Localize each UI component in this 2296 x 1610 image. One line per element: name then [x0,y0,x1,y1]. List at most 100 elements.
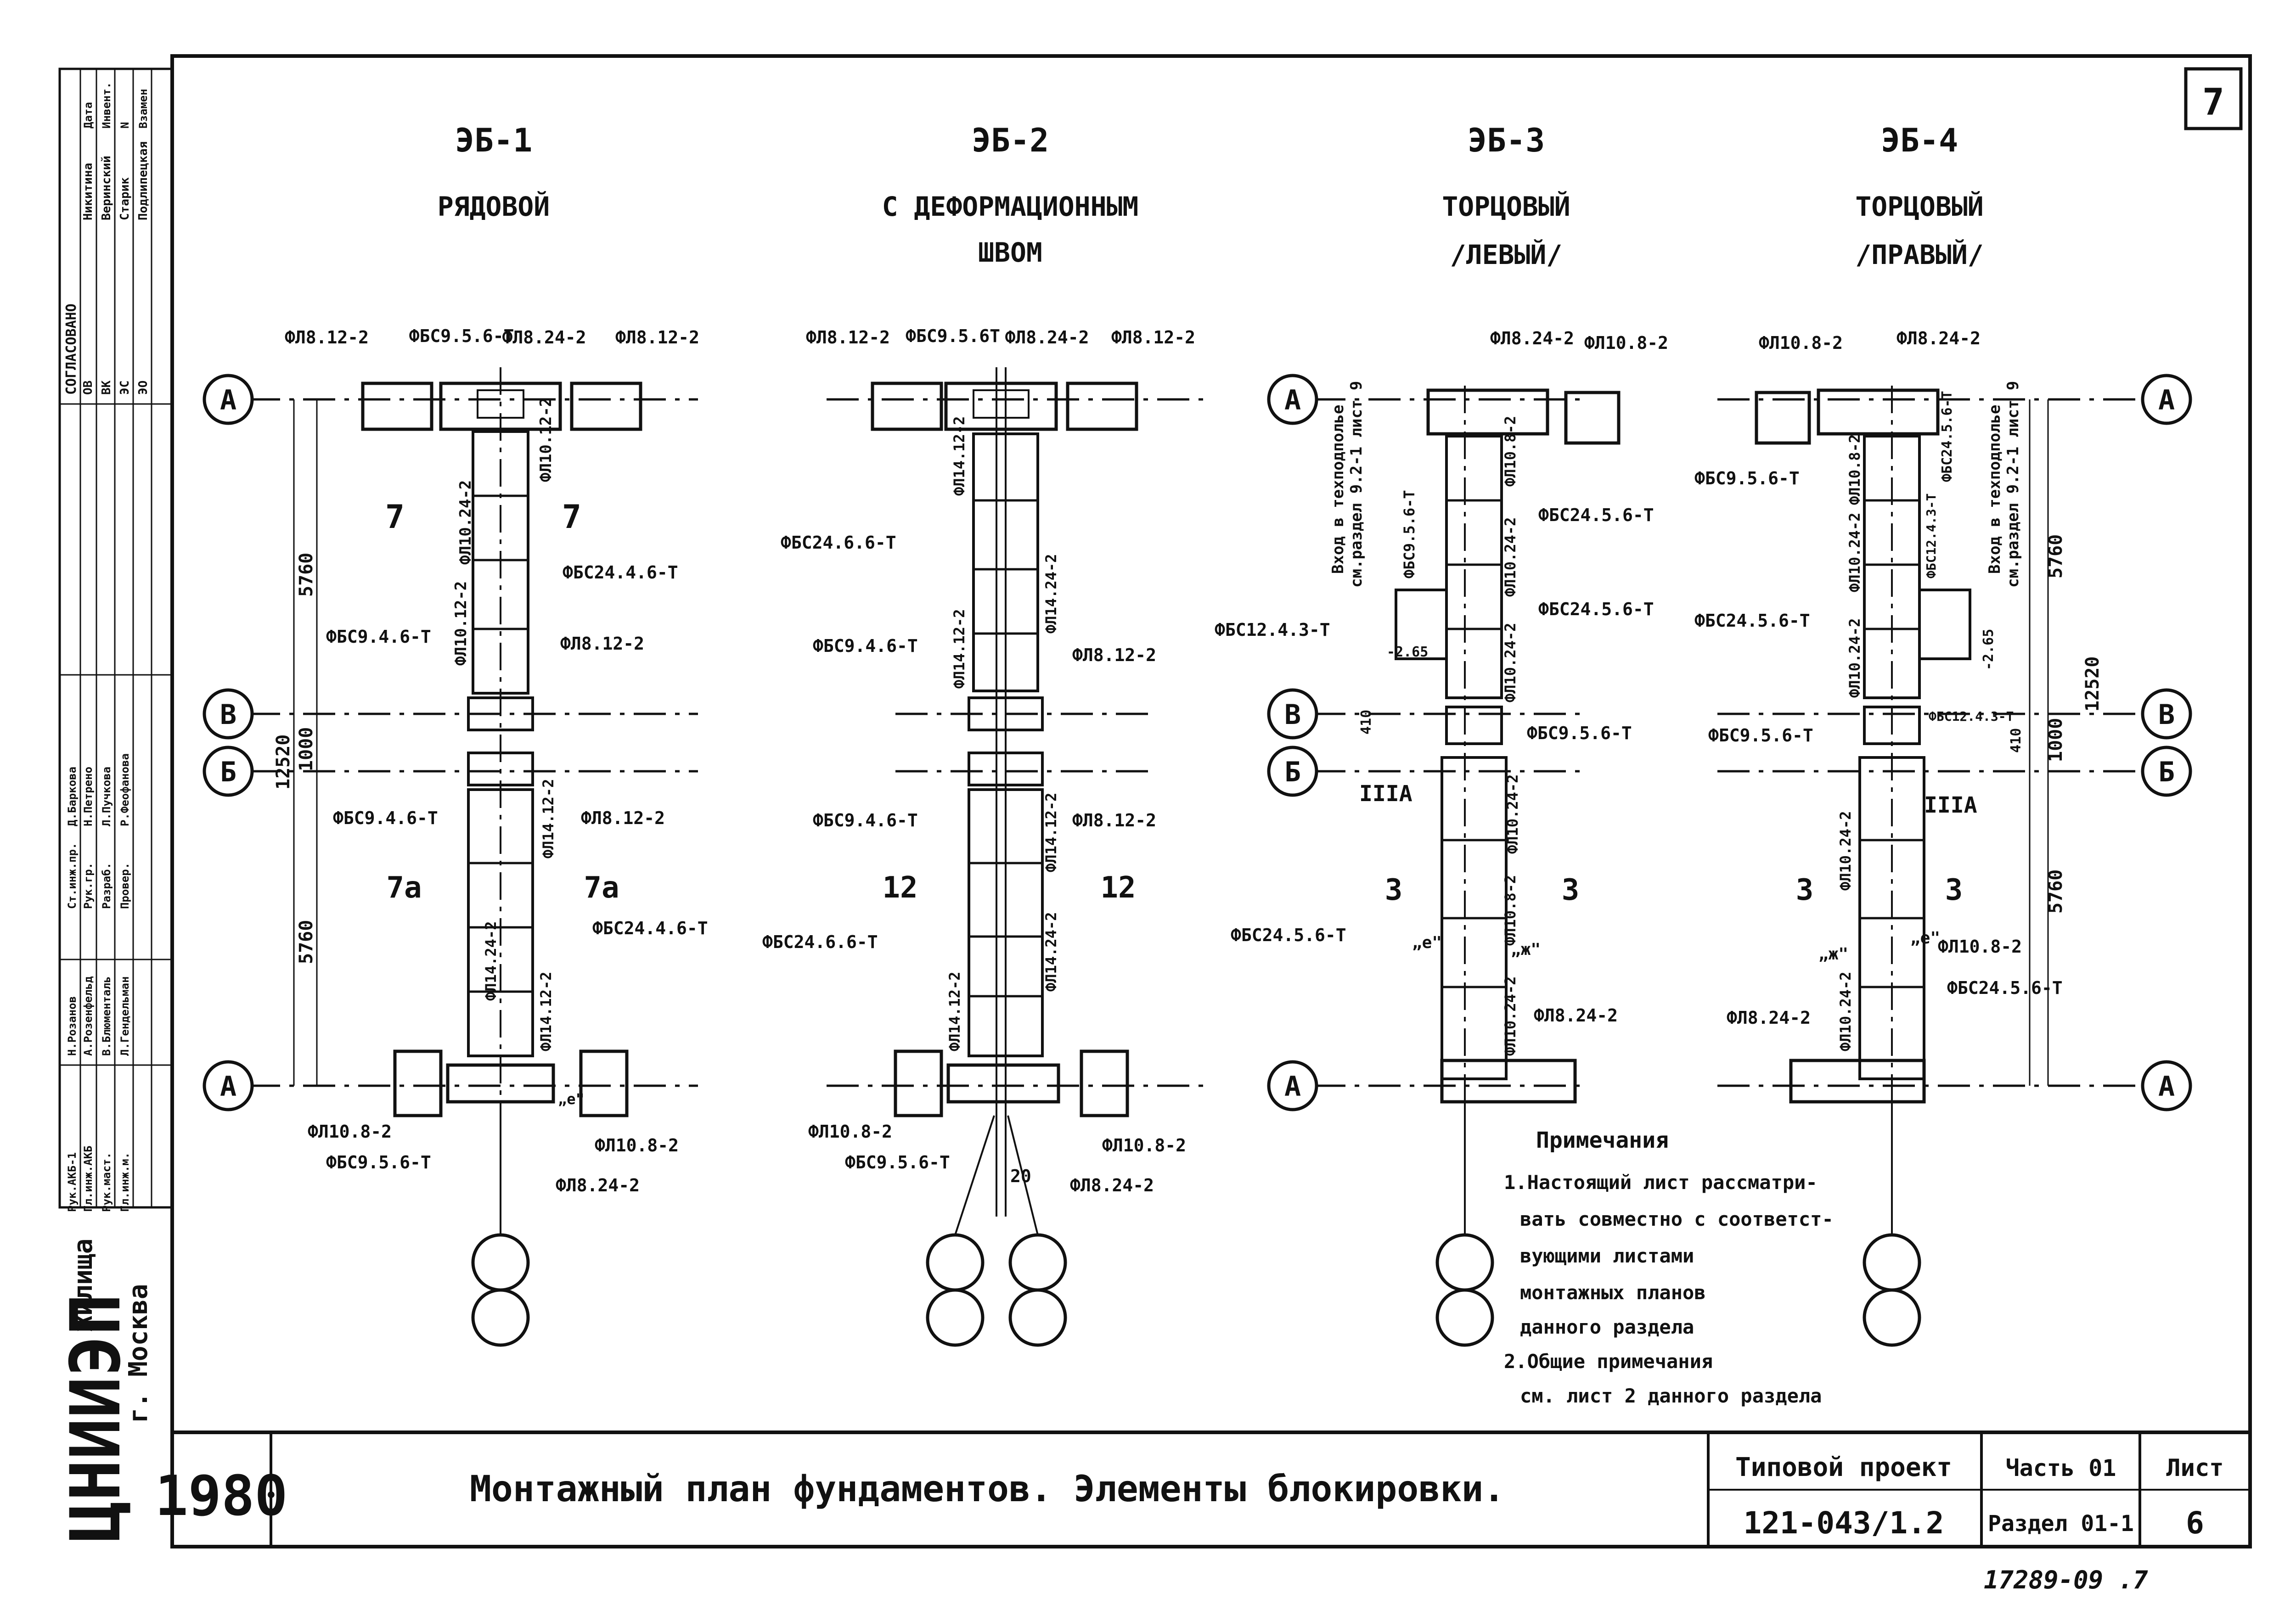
eb1-fbs24b: ФБС24.4.6-Т [592,918,708,938]
eb3-entry-ref: см.раздел 9.2-1 лист 9 [1347,381,1366,588]
eb1-bot-fl: ФЛ8.24-2 [556,1175,640,1195]
eb4-e: „е" [1910,929,1940,948]
variant-1-code: ЭБ-1 [455,122,533,159]
stamp-agree-col-1: Дата [82,102,95,129]
footer-code: 17289-09 .7 [1984,1565,2148,1594]
variant-3-title-2: /ЛЕВЫЙ/ [1450,239,1562,270]
notes-line-1: 1.Настоящий лист рассматри- [1504,1171,1818,1194]
eb3-fl1024c: ФЛ10.24-2 [1504,774,1521,854]
eb3-sec3-right: 3 [1562,873,1580,907]
eb1-v1: ФЛ10.12-2 [537,398,555,482]
eb4-plan: А В Б А 5760 12520 1000 5760 ФЛ10.8-2 ФЛ… [1694,328,2190,1347]
eb2-top-mid: ФБС9.5.6Т [906,326,1000,346]
stamp-agree-row-4: ЭО [136,381,150,395]
eb2-dim-20: 20 [1010,1166,1031,1186]
eb3-axis-b: Б [1269,747,1317,795]
eb2-v3: ФЛ14.12-2 [951,609,968,689]
sheet-label: Лист [2166,1454,2223,1482]
eb3-mark3a: IIIА [1359,781,1412,807]
svg-text:В: В [2158,699,2175,731]
eb4-dim-1000: 1000 [2045,718,2066,762]
stamp-row-4: Гл.инж.м. [118,1152,131,1212]
stamp-name-6: Н.Петрено [82,767,95,826]
eb1-fbs946-a: ФБС9.4.6-Т [326,627,431,647]
eb3-axis-a-bottom: А [1269,1062,1317,1110]
eb2-plan: ФЛ8.12-2 ФБС9.5.6Т ФЛ8.24-2 ФЛ8.12-2 ФЛ1… [762,326,1203,1347]
variant-4-title-1: ТОРЦОВЫЙ [1855,191,1983,222]
eb3-fbs2456b: ФБС24.5.6-Т [1538,599,1654,619]
eb2-v4: ФЛ14.12-2 [1042,793,1060,872]
eb1-axis-b: Б [204,747,252,795]
stamp-agree-row-3: ЭС [118,381,132,395]
stamp-agree-row-1: ОВ [81,381,95,395]
notes-line-6: 2.Общие примечания [1504,1350,1713,1373]
stamp-agree-col-2: Инвент. [100,82,113,129]
eb1-fl1412: ФЛ14.12-2 [540,779,557,858]
stamp-row-8: Провер. [118,863,131,909]
notes: Примечания 1.Настоящий лист рассматри- в… [1504,1128,1834,1407]
eb3-fbs2456c: ФБС24.5.6-Т [1231,925,1346,945]
eb2-bot-fbs: ФБС9.5.6-Т [845,1152,950,1172]
variant-1-title: РЯДОВОЙ [438,191,550,222]
eb4-mark3a: IIIА [1924,792,1977,818]
eb1-axis-a-bottom: А [204,1062,252,1110]
eb2-v5: ФЛ14.24-2 [1042,912,1060,992]
eb4-dim-5760-a: 5760 [2045,534,2066,578]
eb3-plan: А В Б А ФЛ8.24-2 ФЛ10.8-2 Вход в техподп… [1215,328,1668,1347]
eb1-sec7a-left: 7а [386,871,422,905]
stamp-name-8: Р.Феофанова [118,753,131,826]
svg-text:В: В [220,699,236,731]
notes-line-7: см. лист 2 данного раздела [1520,1385,1822,1407]
eb3-e: „е" [1412,933,1442,952]
stamp-agree-col-3: N [118,122,131,129]
eb1-plan: А В Б А 5760 12520 1000 5760 [204,326,708,1347]
eb4-sec3-left: 3 [1796,873,1814,907]
eb2-top-r2: ФЛ8.12-2 [1111,327,1195,348]
variant-2-title-2: ШВОМ [978,237,1042,268]
variant-headers: ЭБ-1 РЯДОВОЙ ЭБ-2 С ДЕФОРМАЦИОННЫМ ШВОМ … [438,122,1984,270]
variant-3-code: ЭБ-3 [1468,122,1545,159]
org-city: г. Москва [124,1284,153,1423]
part: Часть 01 [2006,1455,2116,1481]
svg-text:Б: Б [220,756,236,788]
eb2-fbs2466b: ФБС24.6.6-Т [762,932,878,952]
eb3-fbs956: ФБС9.5.6-Т [1401,490,1418,578]
eb4-fbs2456: ФБС24.5.6-Т [1939,391,1955,482]
project-number: 121-043/1.2 [1743,1505,1944,1541]
notes-line-4: монтажных планов [1520,1281,1706,1304]
stamp-name-2: А.Розенфельд [82,976,95,1056]
eb4-dim-265: -2.65 [1981,629,1997,670]
svg-text:Б: Б [2158,756,2175,788]
eb3-axis-a-top: А [1269,376,1317,423]
eb2-fl812: ФЛ8.12-2 [1072,645,1156,665]
stamp-name-1: Н.Розанов [66,996,79,1056]
eb3-fl1024d: ФЛ10.24-2 [1502,976,1519,1056]
left-stamp: СОГЛАСОВАНО ОВ ВК ЭС ЭО Никитина Веринск… [58,67,174,1212]
eb4-axis-a-top: А [2143,376,2190,423]
eb1-bot-r: ФЛ10.8-2 [595,1135,679,1156]
org-sub: жилища [68,1239,98,1331]
stamp-row-2: Гл.инж.АКБ [82,1146,95,1212]
eb4-fl1024c: ФЛ10.24-2 [1837,811,1854,891]
eb4-fl108b: ФЛ10.8-2 [1938,937,2022,957]
eb1-axis-a-top: А [204,376,252,423]
eb2-fl812b: ФЛ8.12-2 [1072,810,1156,830]
section: Раздел 01-1 [1988,1511,2134,1537]
eb2-v2: ФЛ14.24-2 [1042,554,1060,634]
organization-block: ЦНИИЭП жилища г. Москва [56,1239,153,1543]
eb2-fbs946b: ФБС9.4.6-Т [813,810,918,830]
eb4-fl824b: ФЛ8.24-2 [1727,1008,1811,1028]
eb1-fl1412b: ФЛ14.12-2 [537,972,555,1051]
eb1-label-top-r1: ФЛ8.24-2 [502,327,586,348]
stamp-agree-name-2: Веринский [100,156,113,220]
eb1-label-top-r2: ФЛ8.12-2 [615,327,699,348]
eb3-dim-410: 410 [1358,710,1374,735]
eb3-fl1024b: ФЛ10.24-2 [1502,623,1519,702]
eb1-sec7-left: 7 [385,498,405,536]
stamp-row-7: Разраб. [100,863,113,909]
eb1-bot-fbs: ФБС9.5.6-Т [326,1152,431,1172]
notes-line-2: вать совместно с соответст- [1520,1208,1834,1230]
eb4-axis-a-bottom: А [2143,1062,2190,1110]
variant-2-code: ЭБ-2 [972,122,1049,159]
eb2-fbs946: ФБС9.4.6-Т [813,636,918,656]
